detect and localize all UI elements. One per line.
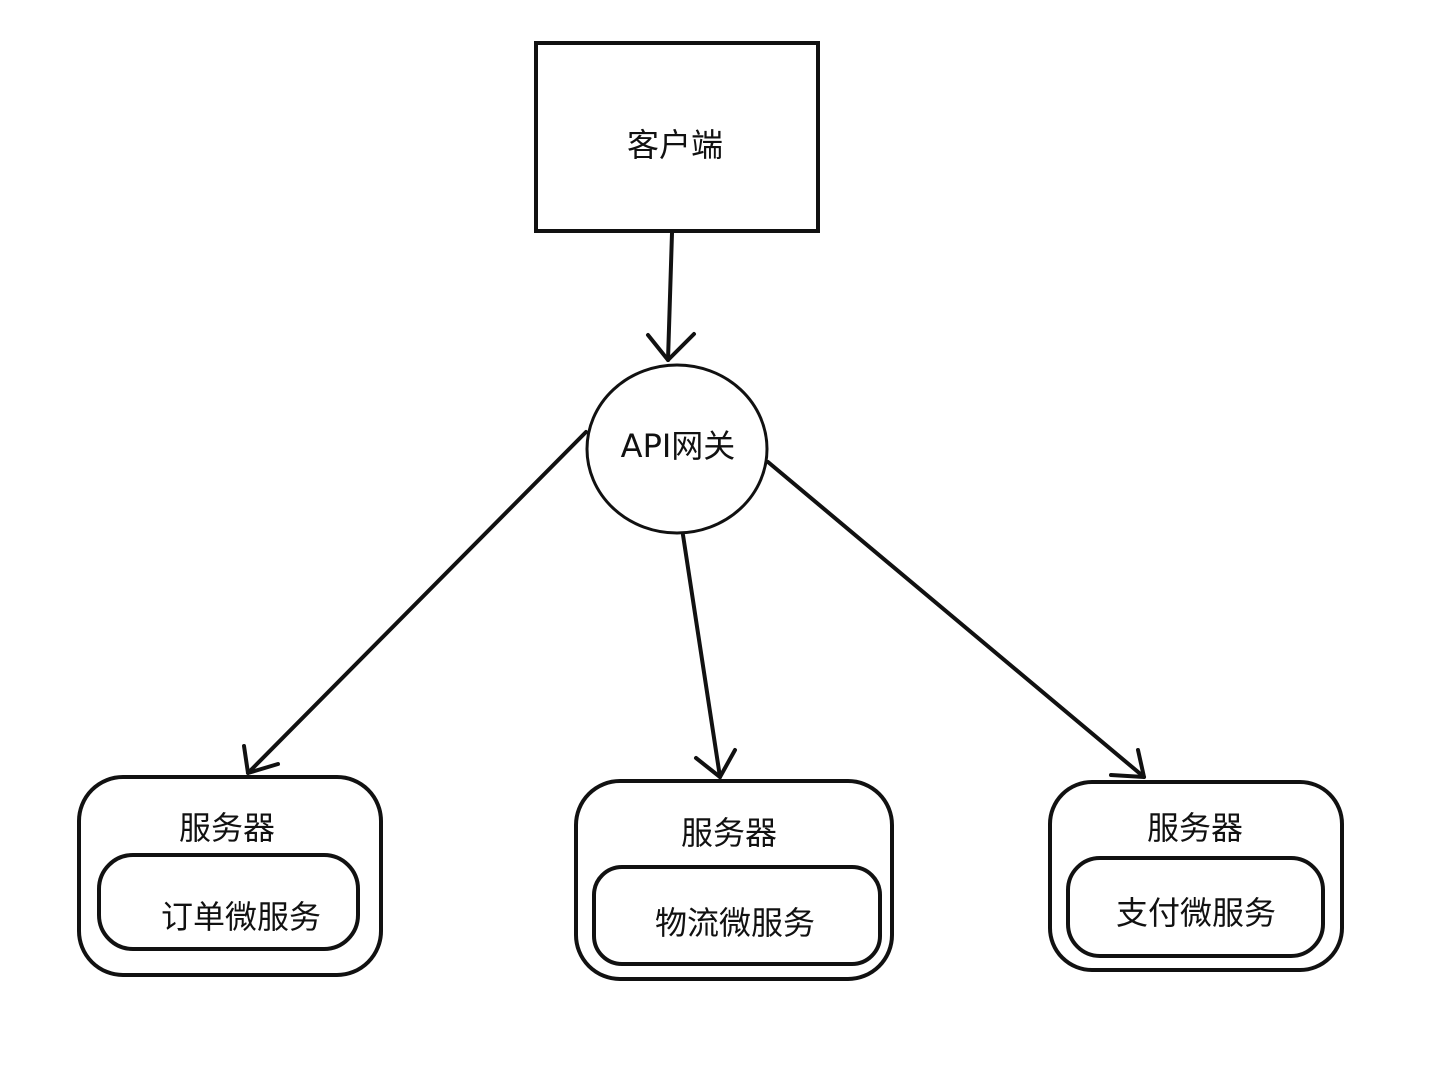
- api-gateway-node: [585, 363, 769, 535]
- logistics-service-panel: [592, 865, 882, 966]
- gateway-to-payment-server-arrow: [766, 460, 1146, 779]
- gateway-to-logistics-server-arrow: [681, 533, 737, 779]
- order-service-panel: [97, 853, 360, 951]
- payment-service-label: 支付微服务: [1115, 894, 1277, 932]
- logistics-server-label: 服务器: [680, 814, 778, 852]
- logistics-server-container: [574, 779, 894, 981]
- order-server-label: 服务器: [178, 809, 276, 847]
- client-label: 客户端: [626, 126, 724, 164]
- payment-server-container: [1048, 780, 1344, 972]
- gateway-to-order-server-arrow: [242, 430, 588, 775]
- payment-server-label: 服务器: [1146, 809, 1244, 847]
- client-node: [534, 41, 820, 233]
- order-server-container: [77, 775, 383, 977]
- api-gateway-label: API网关: [620, 427, 736, 465]
- payment-service-panel: [1066, 856, 1325, 958]
- order-service-label: 订单微服务: [160, 898, 322, 936]
- client-to-gateway-arrow: [646, 231, 696, 362]
- logistics-service-label: 物流微服务: [654, 904, 816, 942]
